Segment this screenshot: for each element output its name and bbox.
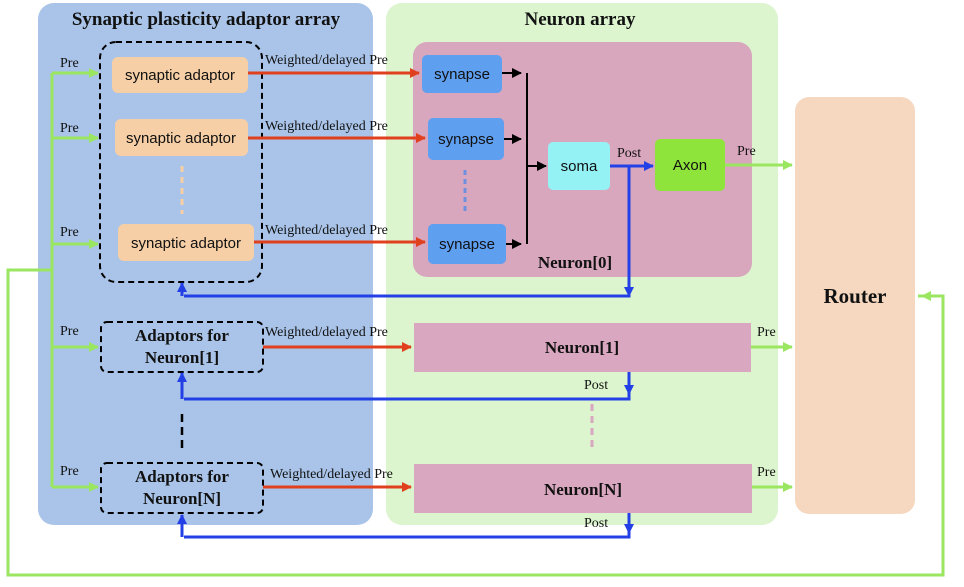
synapse-label-1: synapse (434, 66, 490, 83)
synaptic-adaptor-label-2: synaptic adaptor (126, 130, 236, 147)
wd-label-3: Weighted/delayed Pre (265, 223, 388, 238)
neuron1-pre-label: Pre (757, 325, 776, 340)
neuron0-label: Neuron[0] (538, 253, 612, 272)
axon-pre-label: Pre (737, 144, 756, 159)
wd-label-2: Weighted/delayed Pre (265, 119, 388, 134)
neuron1-post-label: Post (584, 378, 608, 393)
pre-label-1: Pre (60, 56, 79, 71)
synaptic-adaptor-box-1 (112, 57, 248, 93)
pre-label-2: Pre (60, 121, 79, 136)
adaptors-neuronN-line2: Neuron[N] (143, 489, 221, 508)
adaptors-neuronN-box (100, 462, 264, 514)
synaptic-adaptor-label-1: synaptic adaptor (125, 67, 235, 84)
synapse-label-3: synapse (439, 236, 495, 253)
soma-box (548, 142, 610, 190)
synaptic-adaptor-box-3 (118, 224, 254, 261)
pre-label-3: Pre (60, 225, 79, 240)
neuron-array-title: Neuron array (525, 9, 636, 30)
axon-box (655, 139, 725, 191)
adaptor-array-title: Synaptic plasticity adaptor array (72, 9, 341, 30)
synaptic-adaptor-box-2 (115, 119, 248, 156)
pre-label-4: Pre (60, 324, 79, 339)
synaptic-adaptor-label-3: synaptic adaptor (131, 235, 241, 252)
adaptors-neuronN-line1: Adaptors for (135, 467, 229, 486)
soma-label: soma (561, 158, 598, 175)
synapse-label-2: synapse (438, 131, 494, 148)
neuron1-label: Neuron[1] (545, 338, 619, 357)
wd-label-5: Weighted/delayed Pre (270, 467, 393, 482)
neuronN-label: Neuron[N] (544, 480, 622, 499)
neuronN-bar (414, 464, 752, 513)
neuronN-pre-label: Pre (757, 465, 776, 480)
wd-label-1: Weighted/delayed Pre (265, 53, 388, 68)
synapse-box-1 (422, 55, 502, 93)
adaptors-neuron1-line1: Adaptors for (135, 326, 229, 345)
router-box (795, 97, 915, 514)
neuron0-post-label: Post (617, 146, 641, 161)
axon-label: Axon (673, 157, 707, 174)
synapse-box-3 (428, 224, 506, 264)
wd-label-4: Weighted/delayed Pre (265, 325, 388, 340)
pre-label-5: Pre (60, 464, 79, 479)
synapse-box-2 (428, 118, 504, 160)
neuron1-bar (414, 323, 751, 372)
router-label: Router (824, 284, 887, 308)
neuronN-post-label: Post (584, 516, 608, 531)
adaptors-neuron1-line2: Neuron[1] (145, 348, 219, 367)
